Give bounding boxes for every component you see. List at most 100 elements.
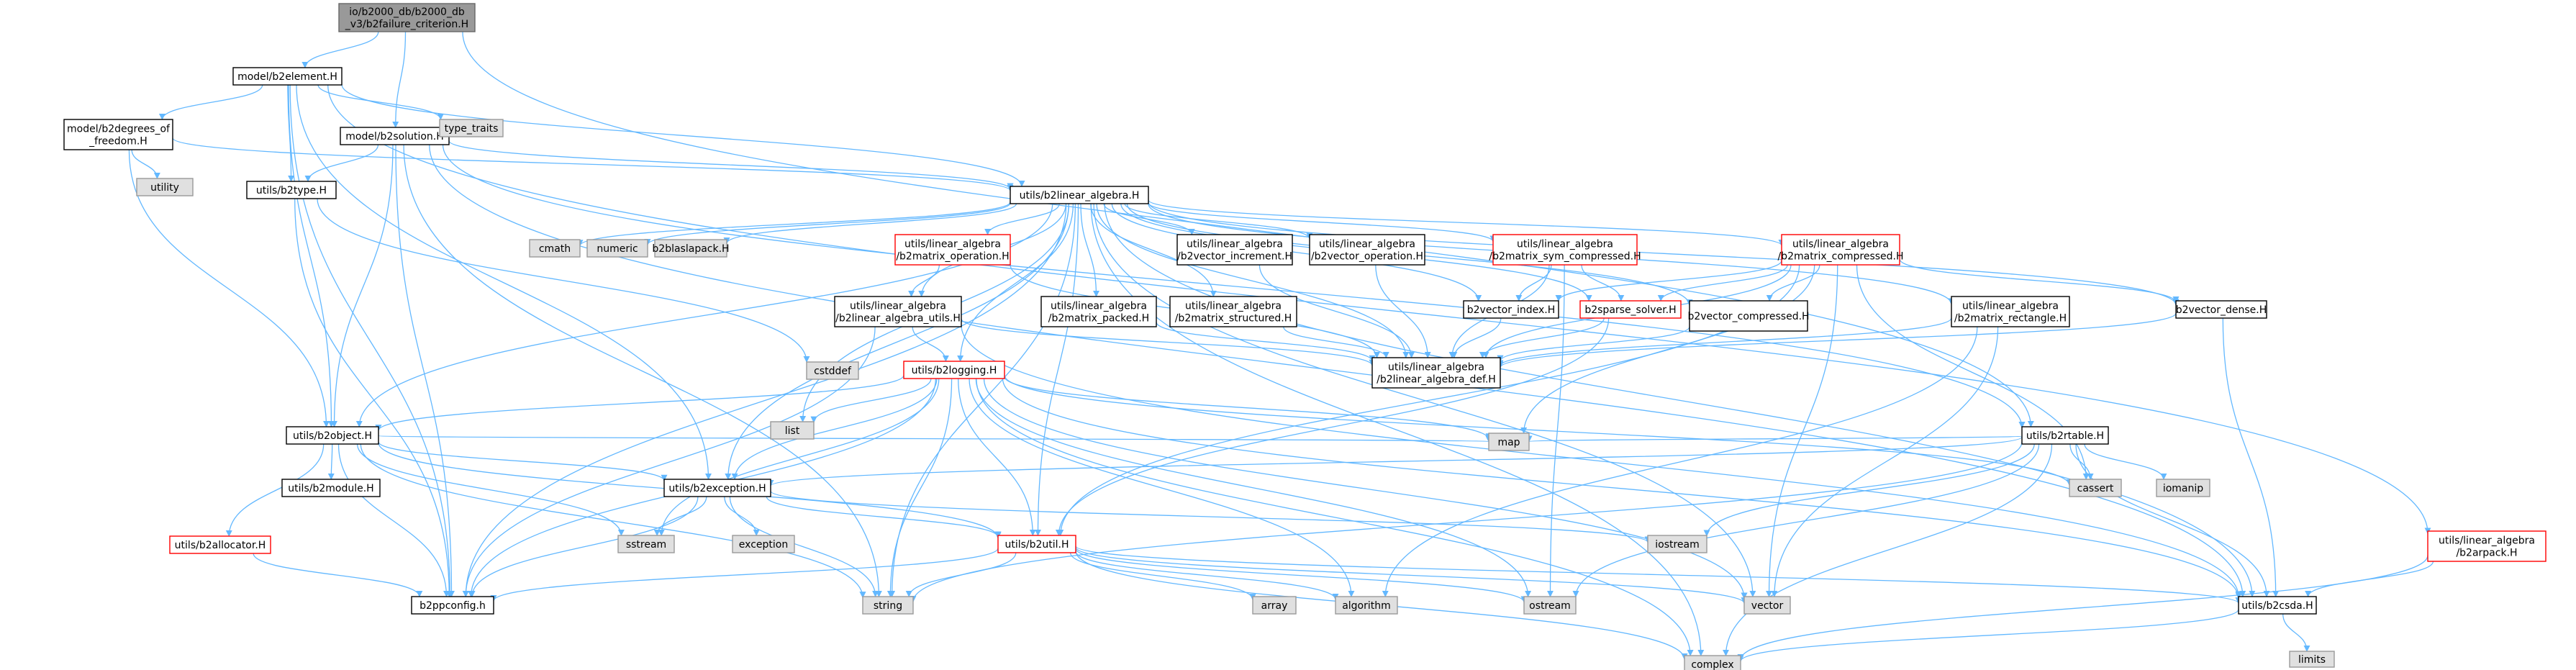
node-mat_comp[interactable]: utils/linear_algebra/b2matrix_compressed… [1777, 234, 1904, 266]
node-label: model/b2element.H [237, 71, 337, 83]
node-csda[interactable]: utils/b2csda.H [2238, 596, 2317, 615]
node-vec_dense[interactable]: b2vector_dense.H [2175, 300, 2267, 319]
node-label: b2ppconfig.h [419, 600, 486, 612]
edge-logging-to-csda [1002, 378, 2242, 599]
node-label: /b2matrix_rectangle.H [1954, 313, 2067, 325]
edge-object-to-module [327, 443, 335, 480]
node-mat_struct[interactable]: utils/linear_algebra/b2matrix_structured… [1169, 296, 1297, 327]
node-box [1463, 300, 1559, 319]
node-la_utils[interactable]: utils/linear_algebra/b2linear_algebra_ut… [834, 296, 962, 327]
node-box [340, 127, 450, 145]
node-solution[interactable]: model/b2solution.H [340, 127, 450, 145]
node-label: /b2arpack.H [2456, 548, 2517, 559]
node-string: string [862, 596, 914, 615]
node-b2type[interactable]: utils/b2type.H [246, 181, 337, 199]
node-box [1252, 596, 1297, 615]
node-label: /b2matrix_structured.H [1175, 313, 1292, 325]
node-box [1684, 655, 1741, 670]
edge-mat_rect-to-la_def [1497, 317, 1952, 367]
edge-mat_op-to-la_utils [908, 264, 940, 297]
node-vec_index[interactable]: b2vector_index.H [1463, 300, 1559, 319]
node-label: array [1261, 600, 1288, 612]
node-label: ostream [1529, 600, 1571, 612]
edge-util-to-array [1069, 552, 1256, 601]
edge-mat_rect-to-vector [1771, 326, 1999, 597]
node-sstream: sstream [617, 535, 675, 553]
edge-rtable-to-map [1526, 435, 2023, 443]
node-la_def[interactable]: utils/linear_algebra/b2linear_algebra_de… [1371, 357, 1501, 389]
edge-rtable-to-iostream [1703, 443, 2035, 537]
node-box [617, 535, 675, 553]
edge-csda-to-limits [2282, 613, 2310, 652]
edge-rtable-to-csda [2075, 443, 2270, 597]
node-mat_op[interactable]: utils/linear_algebra/b2matrix_operation.… [894, 234, 1011, 266]
node-box [1951, 296, 2070, 327]
node-logging[interactable]: utils/b2logging.H [903, 361, 1005, 379]
node-utility: utility [136, 178, 194, 196]
node-vec_op[interactable]: utils/linear_algebra/b2vector_operation.… [1309, 234, 1425, 266]
node-label: utils/b2exception.H [668, 483, 766, 494]
node-box [2427, 530, 2546, 562]
node-mat_sym[interactable]: utils/linear_algebra/b2matrix_sym_compre… [1489, 234, 1641, 266]
edge-logging-to-map [1004, 376, 1492, 440]
edge-element-to-exception [296, 84, 712, 480]
node-sparse[interactable]: b2sparse_solver.H [1579, 300, 1682, 319]
node-box [1647, 535, 1707, 553]
node-label: complex [1691, 659, 1733, 670]
node-label: /b2vector_operation.H [1311, 251, 1423, 263]
edge-allocator-to-ppconfig [253, 553, 423, 597]
node-label: utils/linear_algebra [1319, 239, 1415, 250]
node-object[interactable]: utils/b2object.H [286, 426, 379, 445]
edge-solution-to-linalg [448, 140, 1014, 190]
edge-vec_dense-to-la_def [1497, 312, 2177, 368]
edge-logging-to-ostream [975, 378, 1532, 597]
edge-linalg-to-csda [1104, 203, 2256, 597]
node-label: /b2linear_algebra_def.H [1377, 374, 1496, 386]
node-iostream: iostream [1647, 535, 1707, 553]
node-vec_inc[interactable]: utils/linear_algebra/b2vector_increment.… [1176, 234, 1293, 266]
node-ppconfig[interactable]: b2ppconfig.h [411, 596, 494, 615]
edge-root-to-rtable [462, 31, 2034, 427]
node-mat_rect[interactable]: utils/linear_algebra/b2matrix_rectangle.… [1951, 296, 2070, 327]
edge-element-to-ppconfig [289, 84, 453, 597]
node-label: b2vector_compressed.H [1687, 311, 1809, 322]
node-iomanip: iomanip [2156, 479, 2210, 497]
node-vec_comp[interactable]: b2vector_compressed.H [1687, 300, 1810, 332]
node-box [1371, 357, 1501, 389]
node-rtable[interactable]: utils/b2rtable.H [2021, 426, 2109, 445]
node-box [2021, 426, 2109, 445]
node-map: map [1488, 433, 1530, 451]
node-label: utils/linear_algebra [1962, 301, 2059, 312]
node-mat_packed[interactable]: utils/linear_algebra/b2matrix_packed.H [1040, 296, 1157, 327]
edge-logging-to-util [958, 378, 1036, 536]
node-box [411, 596, 494, 615]
node-module[interactable]: utils/b2module.H [281, 479, 381, 497]
node-label: utils/b2util.H [1004, 539, 1069, 551]
node-arpack[interactable]: utils/linear_algebra/b2arpack.H [2427, 530, 2546, 562]
edge-sparse-to-util [1055, 317, 1610, 536]
node-element[interactable]: model/b2element.H [232, 67, 343, 86]
node-label: cstddef [814, 366, 852, 377]
node-allocator[interactable]: utils/b2allocator.H [169, 535, 271, 554]
edge-linalg-to-b2blaslapack [723, 203, 1017, 245]
edge-logging-to-object [375, 375, 904, 432]
node-numeric: numeric [586, 239, 648, 258]
node-util[interactable]: utils/b2util.H [997, 535, 1076, 553]
node-box [732, 535, 795, 553]
edge-solution-to-b2type [304, 144, 379, 182]
node-box [1579, 300, 1682, 319]
edge-linalg-to-vector [1093, 203, 1756, 597]
node-exception[interactable]: utils/b2exception.H [663, 479, 771, 497]
node-label: utils/b2linear_algebra.H [1020, 190, 1140, 202]
node-linalg[interactable]: utils/b2linear_algebra.H [1010, 186, 1149, 204]
node-box [136, 178, 194, 196]
edge-element-to-degrees [158, 84, 263, 120]
node-degrees[interactable]: model/b2degrees_of_freedom.H [63, 119, 173, 150]
edge-linalg-to-mat_packed [1080, 203, 1100, 297]
edge-element-to-linalg [341, 84, 1025, 187]
node-label: utils/linear_algebra [850, 301, 946, 312]
node-box [281, 479, 381, 497]
edge-object-to-exception [378, 441, 668, 481]
node-box [529, 239, 581, 258]
node-root[interactable]: io/b2000_db/b2000_db_v3/b2failure_criter… [338, 3, 476, 32]
